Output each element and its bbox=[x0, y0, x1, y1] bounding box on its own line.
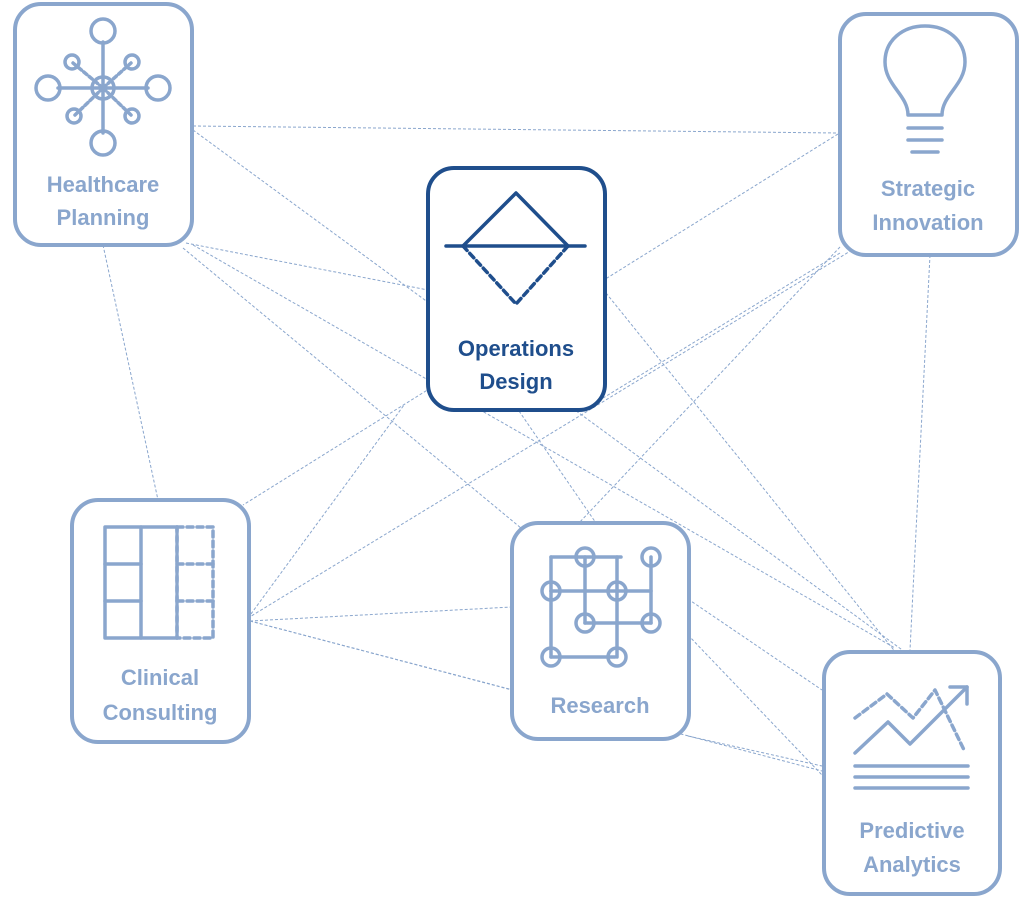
node-predictive-analytics-label-line1: Predictive bbox=[859, 818, 964, 843]
node-operations-design-box bbox=[426, 166, 607, 412]
node-strategic-innovation[interactable]: Strategic Innovation bbox=[838, 12, 1019, 257]
network-hub-icon bbox=[34, 17, 172, 157]
lightbulb-icon bbox=[883, 24, 967, 154]
node-strategic-innovation-label-line1: Strategic bbox=[881, 176, 975, 201]
triangle-reflection-icon bbox=[444, 191, 587, 306]
node-clinical-consulting-label-line1: Clinical bbox=[121, 665, 199, 690]
connector-clinical-operations bbox=[247, 404, 405, 619]
node-strategic-innovation-box bbox=[838, 12, 1019, 257]
table-grid-icon bbox=[103, 525, 215, 640]
connector-strategic-clinical-b bbox=[247, 249, 853, 619]
connector-strategic-operations bbox=[589, 252, 841, 407]
connector-strategic-research bbox=[577, 246, 841, 525]
node-predictive-analytics-label-line2: Analytics bbox=[863, 852, 961, 877]
node-healthcare-planning[interactable]: Healthcare Planning bbox=[13, 2, 194, 247]
node-healthcare-planning-label-line2: Planning bbox=[57, 205, 150, 230]
node-predictive-analytics-box bbox=[822, 650, 1002, 896]
node-operations-design-label-line2: Design bbox=[479, 369, 552, 394]
node-research[interactable]: Research bbox=[510, 521, 691, 741]
connector-strategic-predictive bbox=[909, 254, 931, 651]
connector-healthcare-research bbox=[182, 247, 534, 539]
trend-chart-icon bbox=[853, 685, 970, 790]
connector-healthcare-operations bbox=[185, 242, 429, 291]
node-healthcare-planning-label-line1: Healthcare bbox=[47, 172, 160, 197]
connector-research-predictive-a bbox=[687, 598, 823, 691]
connector-healthcare-clinical bbox=[102, 244, 159, 501]
connector-research-predictive-b bbox=[687, 634, 823, 776]
node-operations-design[interactable]: Operations Design bbox=[426, 166, 607, 412]
connector-clinical-research-a bbox=[249, 606, 513, 622]
node-research-box bbox=[510, 521, 691, 741]
node-research-label: Research bbox=[550, 693, 649, 718]
node-clinical-consulting-label-line2: Consulting bbox=[103, 700, 218, 725]
node-grid-icon bbox=[540, 546, 662, 668]
connector-healthcare-strategic bbox=[192, 125, 839, 134]
node-clinical-consulting-box bbox=[70, 498, 251, 744]
connector-operations-predictive bbox=[605, 292, 898, 655]
node-strategic-innovation-label-line2: Innovation bbox=[872, 210, 983, 235]
node-clinical-consulting[interactable]: Clinical Consulting bbox=[70, 498, 251, 744]
node-predictive-analytics[interactable]: Predictive Analytics bbox=[822, 650, 1002, 896]
connector-research-predictive-c bbox=[687, 735, 823, 767]
node-operations-design-label-line1: Operations bbox=[458, 336, 574, 361]
connector-operations-research bbox=[518, 410, 597, 524]
